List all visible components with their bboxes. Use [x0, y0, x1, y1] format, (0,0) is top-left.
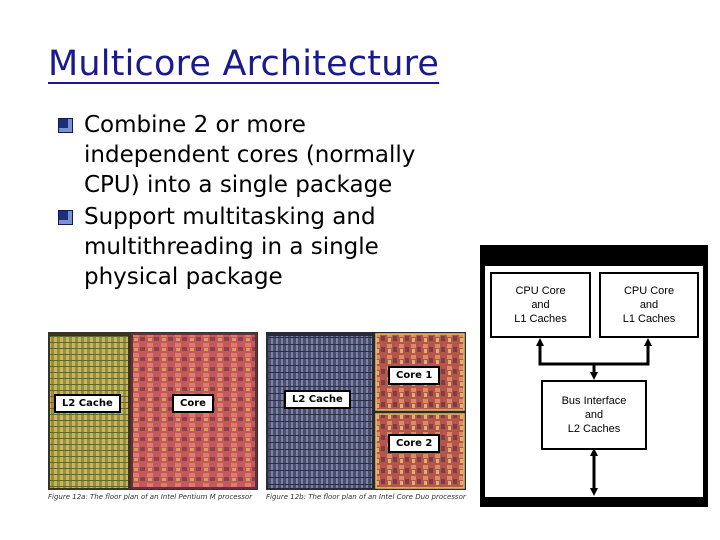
bullet-item-1: Combine 2 or more independent cores (nor… — [56, 110, 476, 200]
core-duo-die-image — [266, 332, 466, 490]
bus-line-1: Bus Interface — [561, 395, 627, 407]
bullet-1-line-2: independent cores (normally — [84, 142, 416, 168]
bus-line-3: L2 Caches — [567, 423, 621, 435]
diagram-arrows — [536, 338, 652, 496]
cpu-core-2-line-2: and — [639, 299, 659, 311]
cpu-core-2-line-3: L1 Caches — [622, 313, 676, 325]
core-label: Core — [172, 394, 214, 413]
cpu-core-2-line-1: CPU Core — [623, 285, 675, 297]
bullet-2-line-2: multithreading in a single — [84, 234, 379, 260]
bullet-item-2: Support multitasking and multithreading … — [56, 202, 476, 292]
cpu-core-1-line-2: and — [531, 299, 550, 311]
bullet-2-line-1: Support multitasking and — [84, 204, 376, 230]
cpu-core-1-box: CPU Core and L1 Caches — [490, 272, 591, 338]
cpu-core-1-line-1: CPU Core — [515, 285, 566, 297]
core-1-label: Core 1 — [388, 366, 441, 385]
pentium-m-caption: Figure 12a: The floor plan of an Intel P… — [48, 493, 253, 501]
bus-interface-box: Bus Interface and L2 Caches — [541, 380, 647, 450]
bullet-1-line-1: Combine 2 or more — [84, 112, 306, 138]
core-duo-die-photo: L2 Cache Core 1 Core 2 — [266, 332, 466, 490]
core-duo-caption: Figure 12b: The floor plan of an Intel C… — [266, 493, 466, 501]
cpu-core-2-box: CPU Core and L1 Caches — [599, 272, 699, 338]
slide-title: Multicore Architecture — [48, 44, 440, 84]
diagram-canvas: CPU Core and L1 Caches CPU Core and L1 C… — [485, 266, 703, 497]
l2-cache-label: L2 Cache — [284, 390, 351, 409]
core-2-label: Core 2 — [388, 434, 441, 453]
square-bullet-icon — [58, 210, 73, 225]
square-bullet-icon — [58, 118, 73, 133]
bullet-2-line-3: physical package — [84, 264, 283, 290]
bullet-list: Combine 2 or more independent cores (nor… — [56, 110, 476, 294]
core-bus-arrow — [536, 338, 652, 366]
multicore-block-diagram: CPU Core and L1 Caches CPU Core and L1 C… — [480, 245, 708, 507]
cpu-core-1-line-3: L1 Caches — [514, 313, 567, 325]
bullet-1-line-3: CPU) into a single package — [84, 172, 393, 198]
bus-line-2: and — [584, 409, 604, 421]
l2-cache-label: L2 Cache — [54, 394, 121, 413]
pentium-m-die-photo: L2 Cache Core — [48, 332, 258, 490]
